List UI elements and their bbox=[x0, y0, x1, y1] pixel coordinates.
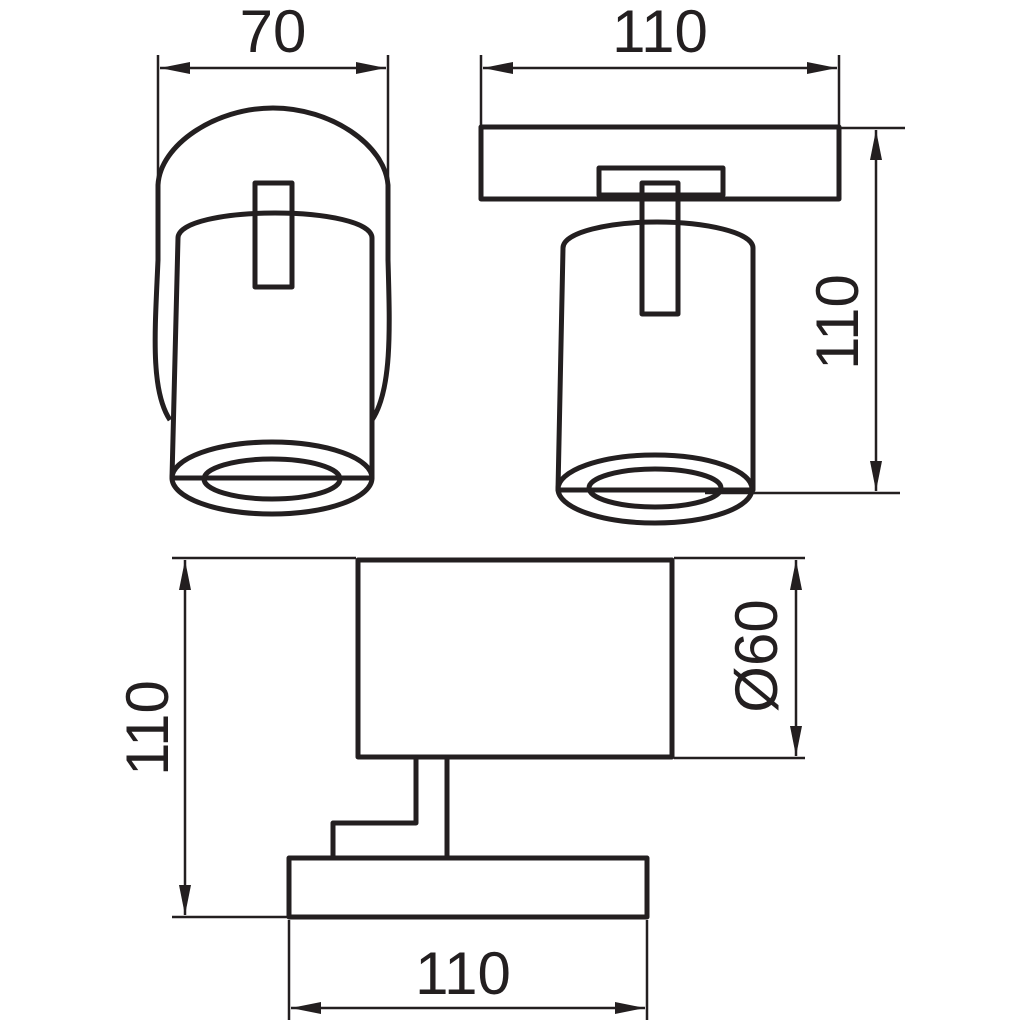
dim-top-diameter: Ø60 bbox=[674, 556, 805, 760]
front-view-swivel-plate bbox=[596, 165, 726, 198]
dim-front-width-label: 110 bbox=[612, 0, 708, 65]
side-view-lamp-cylinder bbox=[169, 210, 375, 481]
top-view-arm-left bbox=[330, 758, 419, 858]
dim-top-height: 110 bbox=[114, 556, 356, 919]
side-view bbox=[152, 105, 392, 517]
top-view-lamp-body bbox=[355, 557, 675, 760]
dim-top-diameter-label: Ø60 bbox=[723, 599, 790, 712]
front-view-lamp-cylinder bbox=[555, 219, 756, 493]
side-view-mount-body bbox=[152, 105, 392, 422]
front-view-lamp-front-inner bbox=[586, 466, 724, 510]
dim-front-height-label: 110 bbox=[804, 274, 871, 370]
dim-side-width-label: 70 bbox=[240, 0, 307, 65]
dim-front-width: 110 bbox=[479, 0, 841, 125]
side-view-lamp-front-outer bbox=[169, 439, 375, 517]
dim-front-height: 110 bbox=[705, 126, 905, 495]
dim-top-height-label: 110 bbox=[114, 680, 181, 776]
front-view bbox=[478, 124, 842, 526]
side-view-bracket bbox=[252, 180, 295, 290]
dim-top-width: 110 bbox=[287, 920, 649, 1020]
dim-top-width-label: 110 bbox=[415, 940, 511, 1007]
front-view-lamp-front-outer bbox=[555, 452, 755, 526]
front-view-base-plate bbox=[478, 124, 842, 202]
dim-side-width: 70 bbox=[156, 0, 390, 180]
top-view-base-plate bbox=[286, 855, 650, 920]
front-view-stem bbox=[639, 180, 681, 317]
side-view-lamp-front-inner bbox=[201, 456, 343, 502]
top-view bbox=[286, 557, 675, 920]
